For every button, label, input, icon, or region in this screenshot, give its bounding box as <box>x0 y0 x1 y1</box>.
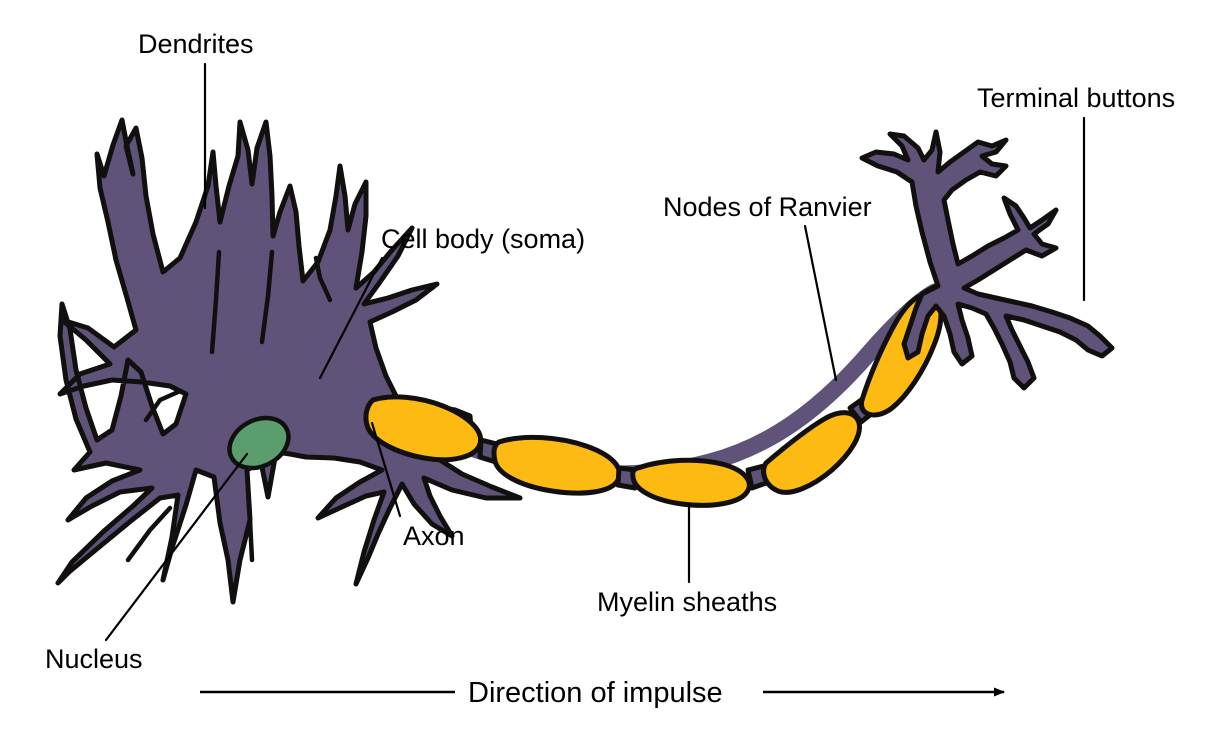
leader-axon <box>370 421 402 518</box>
direction-of-impulse-group: Direction of impulse <box>200 677 1005 709</box>
myelin-segment[interactable] <box>363 394 484 463</box>
label-myelin-sheaths: Myelin sheaths <box>597 587 777 617</box>
label-axon: Axon <box>403 521 465 551</box>
leader-cell-body <box>318 256 384 380</box>
leader-nucleus <box>104 452 249 642</box>
label-direction-of-impulse: Direction of impulse <box>468 677 723 709</box>
label-nodes-of-ranvier: Nodes of Ranvier <box>663 192 872 222</box>
diagram-labels: Dendrites Cell body (soma) Nodes of Ranv… <box>45 29 1175 674</box>
label-nucleus: Nucleus <box>45 644 143 674</box>
myelin-segment[interactable] <box>761 410 862 495</box>
dendrites-and-soma-shape[interactable] <box>55 117 523 605</box>
neuron-cell-group <box>55 117 523 605</box>
leader-lines <box>104 62 1086 642</box>
terminal-buttons-group[interactable] <box>859 129 1115 391</box>
nucleus-shape[interactable] <box>221 408 297 478</box>
axon-group <box>361 281 951 508</box>
myelin-segment[interactable] <box>491 434 622 496</box>
dendrite-interior-lines <box>125 249 333 563</box>
label-dendrites: Dendrites <box>138 29 254 59</box>
terminal-buttons-shape[interactable] <box>859 129 1115 391</box>
label-terminal-buttons: Terminal buttons <box>977 83 1175 113</box>
leader-nodes-of-ranvier <box>803 224 838 382</box>
myelin-segment[interactable] <box>630 457 752 508</box>
label-cell-body: Cell body (soma) <box>381 224 585 254</box>
